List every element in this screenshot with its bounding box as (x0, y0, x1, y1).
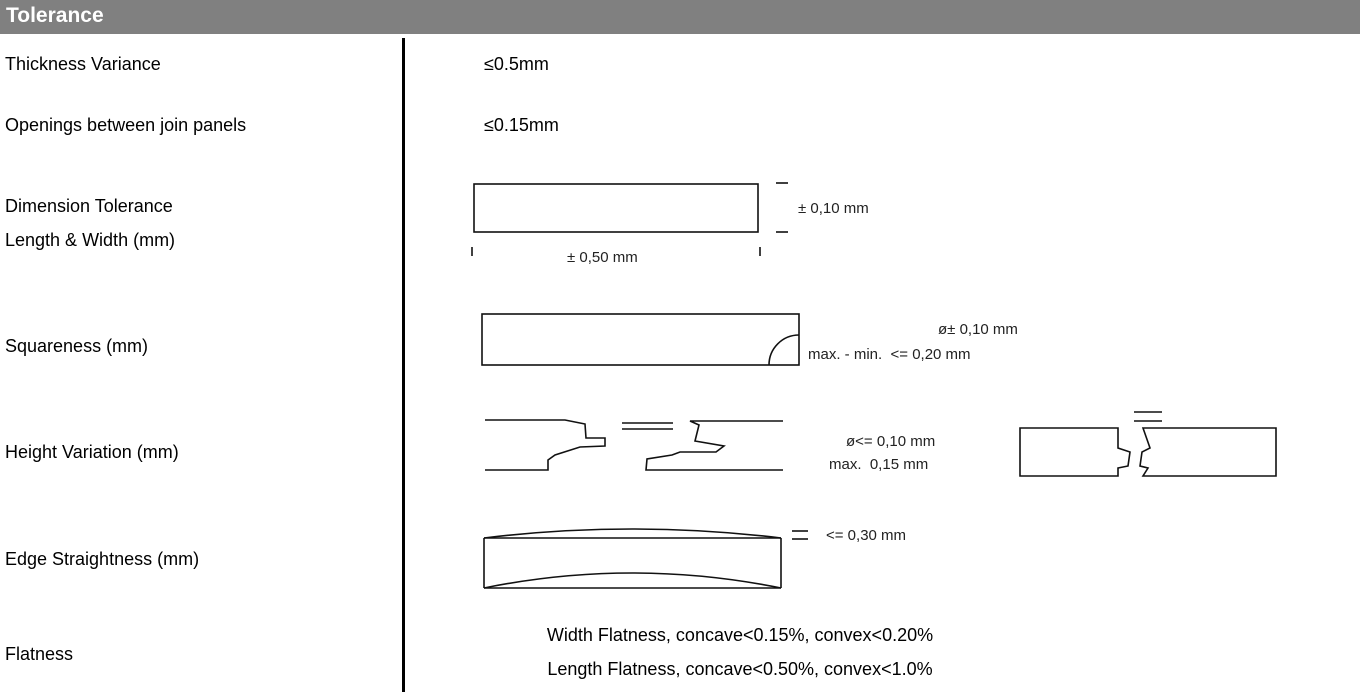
value-thickness-variance: ≤0.5mm (484, 54, 549, 74)
thickness-tolerance-label: ± 0,10 mm (798, 200, 869, 217)
flatness-length: Length Flatness, concave<0.50%, convex<1… (547, 659, 933, 679)
dimension-tolerance-diagram (471, 182, 788, 256)
column-divider (402, 38, 405, 692)
edge-straightness-value: <= 0,30 mm (826, 527, 906, 544)
label-length-width: Length & Width (mm) (5, 230, 176, 250)
edge-straightness-diagram (483, 528, 808, 589)
label-flatness: Flatness (5, 644, 74, 664)
height-variation-line1: ø<= 0,10 mm (846, 433, 935, 450)
value-openings: ≤0.15mm (484, 115, 559, 135)
height-variation-line2: max. 0,15 mm (829, 456, 928, 473)
squareness-line1: ø± 0,10 mm (938, 321, 1018, 338)
header-bar: Tolerance (0, 0, 1360, 34)
label-thickness-variance: Thickness Variance (5, 54, 161, 74)
label-edge-straightness: Edge Straightness (mm) (5, 549, 200, 569)
height-variation-diagram (485, 411, 1277, 477)
label-squareness: Squareness (mm) (5, 336, 149, 356)
section-title: Tolerance (6, 4, 104, 27)
squareness-line2: max. - min. <= 0,20 mm (808, 346, 971, 363)
label-dimension-tolerance: Dimension Tolerance (5, 196, 173, 216)
label-openings: Openings between join panels (5, 115, 247, 135)
squareness-diagram (481, 313, 800, 366)
length-tolerance-label: ± 0,50 mm (567, 249, 638, 266)
flatness-width: Width Flatness, concave<0.15%, convex<0.… (546, 625, 934, 645)
label-height-variation: Height Variation (mm) (5, 442, 179, 462)
